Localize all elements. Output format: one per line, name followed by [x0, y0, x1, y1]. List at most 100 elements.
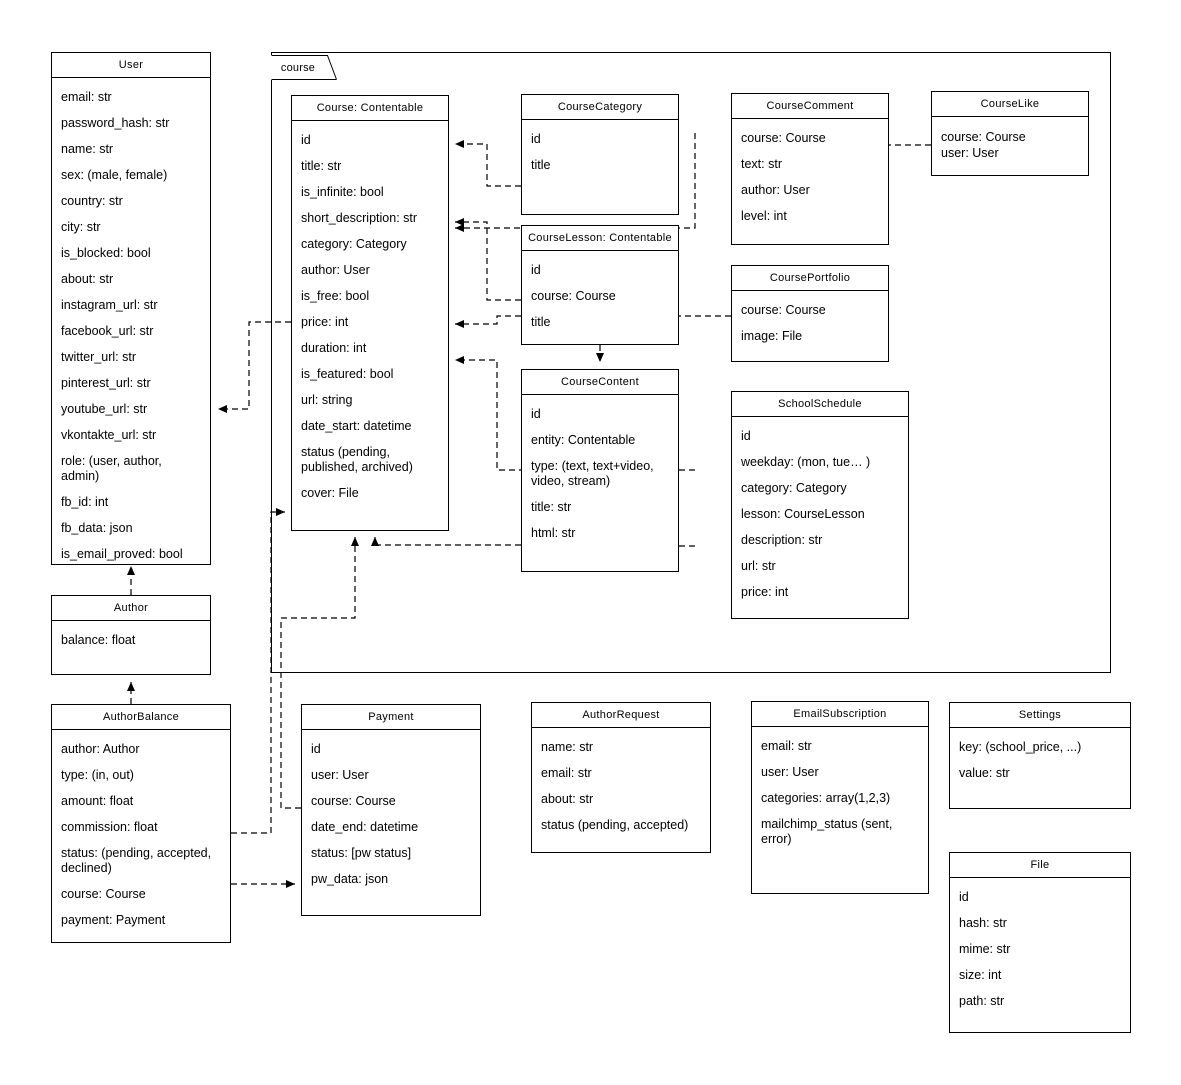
class-attribute: user: User	[311, 768, 369, 782]
package-tab-shape	[271, 55, 337, 80]
class-attribute: price: int	[741, 585, 789, 599]
class-attribute: role: (user, author, admin)	[61, 454, 166, 483]
class-attribute: author: Author	[61, 742, 140, 756]
class-title-course_comment: CourseComment	[732, 94, 888, 119]
class-attributes-course_content: id entity: Contentable type: (text, text+v…	[522, 395, 678, 571]
class-attribute: author: User	[741, 183, 810, 197]
class-attribute: name: str	[541, 740, 594, 754]
class-attributes-author_request: name: str email: str about: str status (pen…	[532, 728, 710, 852]
class-attribute: category: Category	[741, 481, 847, 495]
class-attribute: is_email_proved: bool	[61, 547, 183, 561]
class-box-course_comment[interactable]: CourseComment course: Course text: str auth…	[731, 93, 889, 245]
class-attribute: about: str	[541, 792, 594, 806]
class-box-course_content[interactable]: CourseContent id entity: Contentable type: …	[521, 369, 679, 572]
class-attribute: twitter_url: str	[61, 350, 137, 364]
class-attribute: url: str	[741, 559, 776, 573]
class-title-author: Author	[52, 596, 210, 621]
class-attribute: status: (pending, accepted, declined)	[61, 846, 215, 875]
class-attribute: url: string	[301, 393, 353, 407]
class-attribute: course: Course	[311, 794, 396, 808]
class-attribute: pw_data: json	[311, 872, 389, 886]
class-attribute: vkontakte_url: str	[61, 428, 157, 442]
class-attribute: id	[959, 890, 969, 904]
class-title-settings: Settings	[950, 703, 1130, 728]
class-attributes-settings: key: (school_price, ...)value: str	[950, 728, 1130, 808]
class-attribute: is_free: bool	[301, 289, 370, 303]
class-box-author_request[interactable]: AuthorRequest name: str email: str about: s…	[531, 702, 711, 853]
class-attribute: status: [pw status]	[311, 846, 412, 860]
class-attribute: title: str	[531, 500, 572, 514]
class-title-user: User	[52, 53, 210, 78]
class-attribute: fb_id: int	[61, 495, 109, 509]
class-attribute: country: str	[61, 194, 123, 208]
class-attribute: mailchimp_status (sent, error)	[761, 817, 896, 846]
class-attribute: pinterest_url: str	[61, 376, 151, 390]
class-attribute: course: Course	[531, 289, 616, 303]
class-attribute: image: File	[741, 329, 803, 343]
class-title-author_balance: AuthorBalance	[52, 705, 230, 730]
class-attribute: date_start: datetime	[301, 419, 412, 433]
class-attribute: price: int	[301, 315, 349, 329]
class-attribute: id	[301, 133, 311, 147]
class-attribute: commission: float	[61, 820, 158, 834]
class-attribute: text: str	[741, 157, 782, 171]
class-attribute: name: str	[61, 142, 114, 156]
class-attribute: user: User	[941, 146, 999, 160]
class-title-author_request: AuthorRequest	[532, 703, 710, 728]
class-title-email_subscription: EmailSubscription	[752, 702, 928, 727]
class-attribute: title: str	[301, 159, 342, 173]
class-attribute: fb_data: json	[61, 521, 133, 535]
class-attribute: type: (text, text+video, video, stream)	[531, 459, 658, 488]
class-attribute: category: Category	[301, 237, 407, 251]
class-attribute: course: Course	[741, 303, 826, 317]
class-attribute: user: User	[761, 765, 819, 779]
class-attribute: entity: Contentable	[531, 433, 636, 447]
class-attribute: id	[741, 429, 751, 443]
class-attribute: city: str	[61, 220, 101, 234]
class-title-course_content: CourseContent	[522, 370, 678, 395]
class-attribute: html: str	[531, 526, 576, 540]
class-title-school_schedule: SchoolSchedule	[732, 392, 908, 417]
class-attribute: course: Course	[61, 887, 146, 901]
class-attribute: about: str	[61, 272, 114, 286]
class-attribute: status (pending, accepted)	[541, 818, 689, 832]
class-attribute: size: int	[959, 968, 1002, 982]
class-attributes-author: balance: float	[52, 621, 210, 674]
class-attributes-course_comment: course: Course text: str author: User level…	[732, 119, 888, 244]
class-attribute: email: str	[541, 766, 592, 780]
class-title-course_category: CourseCategory	[522, 95, 678, 120]
class-attribute: date_end: datetime	[311, 820, 419, 834]
class-attribute: lesson: CourseLesson	[741, 507, 865, 521]
class-attribute: course: Course	[741, 131, 826, 145]
class-attribute: instagram_url: str	[61, 298, 158, 312]
class-attribute: author: User	[301, 263, 370, 277]
class-attribute: short_description: str	[301, 211, 418, 225]
class-attribute: id	[531, 132, 541, 146]
class-attribute: amount: float	[61, 794, 134, 808]
class-attribute: level: int	[741, 209, 787, 223]
class-box-author_balance[interactable]: AuthorBalance author: Author type: (in, ou…	[51, 704, 231, 943]
class-attribute: type: (in, out)	[61, 768, 134, 782]
class-attribute: id	[531, 407, 541, 421]
